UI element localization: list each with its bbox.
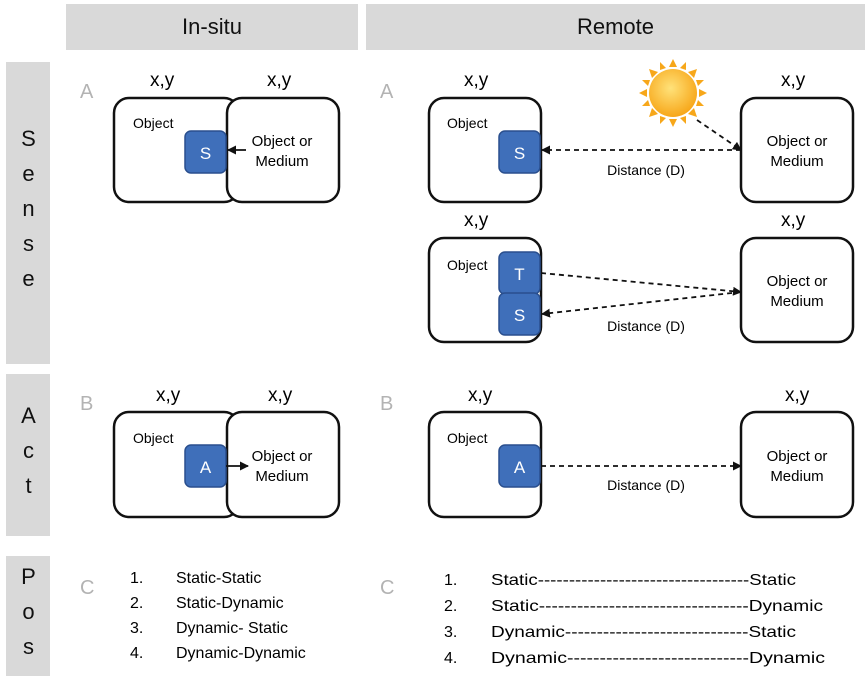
coord-label: x,y [785,385,810,406]
list-text: Static---------------------------------D… [491,598,823,615]
object-label: Object [133,115,174,131]
distance-label: Distance (D) [607,318,685,334]
coord-label: x,y [268,385,293,406]
coord-label: x,y [781,70,806,91]
row-label-sense-text: Sense [16,125,41,301]
medium-label-line2: Medium [255,468,308,485]
sense-remote-panel: A x,y x,y Object Object or Medium S Dist… [380,59,855,204]
sensor-label: S [200,144,211,163]
row-label-act: Act [6,374,50,536]
actuator-label: A [200,458,212,477]
list-text: Static-Static [176,570,261,587]
list-text: Dynamic- Static [176,620,288,637]
sensor-block [498,130,541,174]
list-text: Dynamic-----------------------------Stat… [491,624,796,641]
medium-box [739,236,855,344]
row-label-pos-text: Pos [16,563,41,669]
panel-letter: C [380,577,394,599]
list-number: 2. [444,598,457,615]
header-insitu: In-situ [66,4,358,50]
act-remote-panel: B x,y x,y Object Object or Medium A Dist… [380,385,855,519]
medium-label-line1: Object or [252,133,313,150]
panel-letter: B [80,393,93,415]
medium-label-line2: Medium [770,468,823,485]
object-label: Object [447,115,488,131]
list-text: Static-Dynamic [176,595,284,612]
panel-letter: B [380,393,393,415]
pos-insitu-panel: C 1. Static-Static 2. Static-Dynamic 3. … [80,570,306,662]
list-number: 4. [444,650,457,667]
medium-label-line1: Object or [767,448,828,465]
list-text: Dynamic-Dynamic [176,645,306,662]
medium-label-line1: Object or [767,133,828,150]
row-label-act-text: Act [16,402,41,508]
medium-label-line2: Medium [255,153,308,170]
sensor-block [498,292,541,336]
coord-label: x,y [267,70,292,91]
panel-letter: A [80,81,94,103]
coord-label: x,y [464,70,489,91]
medium-box [225,410,341,519]
object-label: Object [447,257,488,273]
coord-label: x,y [781,210,806,231]
act-insitu-panel: B x,y x,y Object Object or Medium A [80,385,341,519]
list-number: 1. [444,572,457,589]
list-number: 1. [130,570,143,587]
pos-remote-panel: C 1. Static-----------------------------… [380,572,825,667]
coord-label: x,y [156,385,181,406]
coord-label: x,y [464,210,489,231]
object-label: Object [133,430,174,446]
medium-label-line2: Medium [770,293,823,310]
return-arrow [541,291,742,318]
sensor-label: S [514,144,525,163]
sensor-label: S [514,306,525,325]
list-text: Dynamic----------------------------Dynam… [491,650,825,667]
panel-letter: C [80,577,94,599]
header-remote: Remote [366,4,865,50]
sense-insitu-panel: A x,y x,y Object Object or Medium S [80,70,341,204]
distance-label: Distance (D) [607,162,685,178]
coord-label: x,y [468,385,493,406]
actuator-label: A [514,458,526,477]
transmit-arrow [540,272,742,296]
sunlight-arrow [696,119,742,151]
list-number: 2. [130,595,143,612]
medium-label-line2: Medium [770,153,823,170]
list-number: 3. [444,624,457,641]
medium-box [739,96,855,204]
transmitter-label: T [514,265,524,284]
object-box [427,410,543,519]
list-text: Static----------------------------------… [491,572,796,589]
list-number: 3. [130,620,143,637]
object-label: Object [447,430,488,446]
panel-letter: A [380,81,394,103]
sun-icon [639,59,707,127]
header-remote-label: Remote [576,14,655,39]
medium-label-line1: Object or [252,448,313,465]
header-insitu-label: In-situ [182,14,242,39]
distance-label: Distance (D) [607,477,685,493]
row-label-sense: Sense [6,62,50,364]
medium-label-line1: Object or [767,273,828,290]
row-label-pos: Pos [6,556,50,676]
list-number: 4. [130,645,143,662]
sense-remote-active-panel: x,y x,y Object Object or Medium T S Dist… [427,210,855,344]
coord-label: x,y [150,70,175,91]
actuator-block [498,444,541,488]
sensor-block [184,130,227,174]
